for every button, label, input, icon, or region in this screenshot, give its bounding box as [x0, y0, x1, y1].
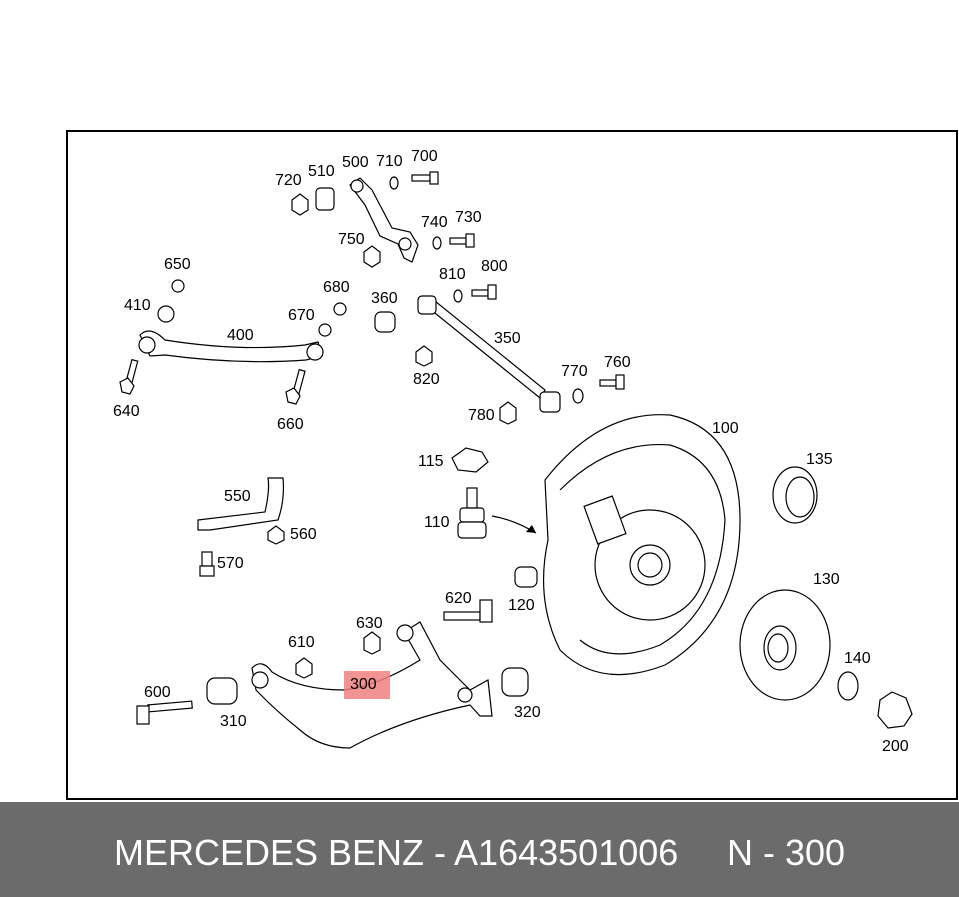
arrowhead-110 — [526, 525, 536, 533]
label-200: 200 — [882, 738, 909, 755]
label-810: 810 — [439, 266, 466, 283]
washer-680 — [333, 302, 347, 316]
label-135: 135 — [806, 451, 833, 468]
nut-115 — [451, 447, 489, 473]
nut-820 — [415, 345, 433, 367]
label-500: 500 — [342, 154, 369, 171]
washer-710 — [389, 176, 399, 190]
label-320: 320 — [514, 704, 541, 721]
link-500 — [349, 177, 419, 263]
footer-bar: MERCEDES BENZ - A1643501006 N - 300 — [0, 802, 959, 897]
label-720: 720 — [275, 172, 302, 189]
nut-200 — [877, 691, 913, 729]
bolt-700 — [411, 171, 439, 185]
label-700: 700 — [411, 148, 438, 165]
label-560: 560 — [290, 526, 317, 543]
label-410: 410 — [124, 297, 151, 314]
label-640: 640 — [113, 403, 140, 420]
nut-560 — [267, 525, 285, 545]
label-300: 300 — [350, 676, 377, 693]
label-400: 400 — [227, 327, 254, 344]
bushing-320 — [501, 667, 529, 697]
bolt-620 — [443, 599, 493, 623]
label-670: 670 — [288, 307, 315, 324]
washer-650 — [171, 279, 185, 293]
label-750: 750 — [338, 231, 365, 248]
bushing-310 — [206, 677, 238, 705]
bolt-600 — [136, 700, 193, 725]
nut-720 — [291, 193, 309, 216]
nut-610 — [295, 657, 313, 679]
label-610: 610 — [288, 634, 315, 651]
label-550: 550 — [224, 488, 251, 505]
highlight-300 — [344, 671, 390, 699]
label-630: 630 — [356, 615, 383, 632]
label-360: 360 — [371, 290, 398, 307]
label-110: 110 — [424, 514, 450, 531]
label-115: 115 — [418, 453, 444, 470]
washer-740 — [432, 236, 442, 250]
part-number-text: MERCEDES BENZ - A1643501006 — [114, 832, 679, 873]
bushing-360 — [374, 311, 396, 333]
label-100: 100 — [712, 420, 739, 437]
label-620: 620 — [445, 590, 472, 607]
bolt-800 — [471, 284, 497, 300]
washer-810 — [453, 289, 463, 303]
nut-780 — [499, 401, 517, 425]
label-680: 680 — [323, 279, 350, 296]
backing-plate-100 — [542, 414, 741, 676]
bracket-550 — [197, 477, 285, 531]
label-710: 710 — [376, 153, 403, 170]
label-780: 780 — [468, 407, 495, 424]
reference-text: N - 300 — [727, 832, 846, 873]
washer-670 — [318, 323, 332, 337]
label-130: 130 — [813, 571, 840, 588]
hub-130 — [739, 589, 831, 701]
ring-140 — [837, 671, 859, 701]
label-600: 600 — [144, 684, 171, 701]
nut-750 — [363, 245, 381, 268]
label-350: 350 — [494, 330, 521, 347]
ball-joint-110 — [457, 487, 487, 539]
washer-770 — [572, 388, 584, 404]
label-760: 760 — [604, 354, 631, 371]
label-650: 650 — [164, 256, 191, 273]
label-310: 310 — [220, 713, 247, 730]
bolt-730 — [449, 233, 475, 248]
label-770: 770 — [561, 363, 588, 380]
bolt-570 — [199, 551, 215, 577]
bushing-510 — [315, 187, 335, 211]
label-140: 140 — [844, 650, 871, 667]
link-350 — [417, 295, 561, 413]
bushing-120 — [514, 566, 538, 588]
nut-630 — [363, 631, 381, 655]
label-820: 820 — [413, 371, 440, 388]
label-510: 510 — [308, 163, 335, 180]
bolt-760 — [599, 374, 625, 390]
label-800: 800 — [481, 258, 508, 275]
label-730: 730 — [455, 209, 482, 226]
bolt-660 — [285, 368, 306, 405]
label-570: 570 — [217, 555, 244, 572]
label-660: 660 — [277, 416, 304, 433]
bolt-640 — [119, 358, 139, 395]
label-740: 740 — [421, 214, 448, 231]
bearing-135 — [772, 466, 818, 524]
bushing-410 — [157, 305, 175, 323]
link-400 — [138, 330, 324, 363]
label-120: 120 — [508, 597, 535, 614]
